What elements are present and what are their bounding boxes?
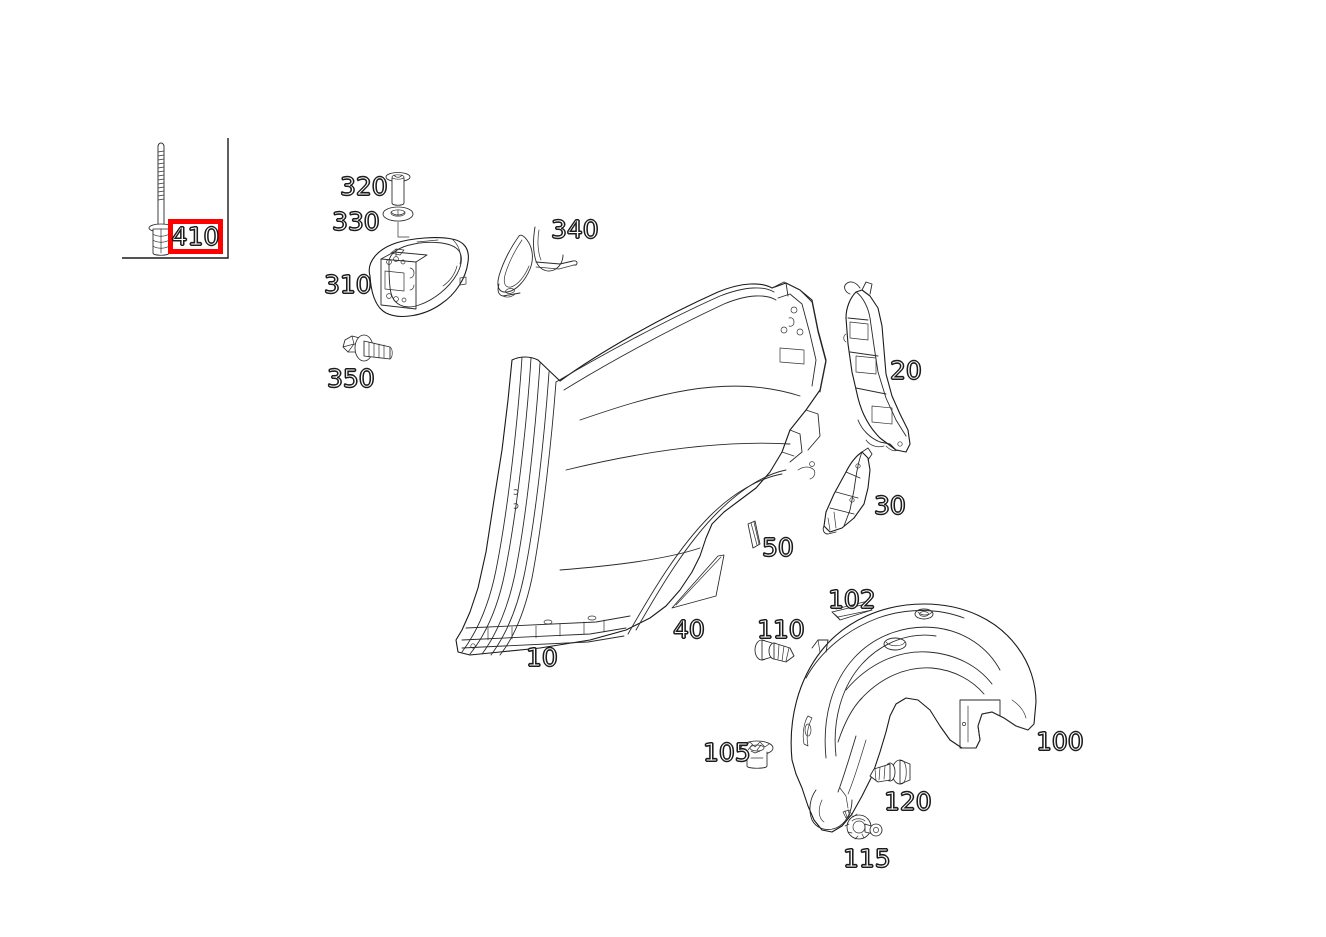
- callout-label-30: 30: [873, 491, 906, 520]
- callout-label-20: 20: [889, 356, 922, 385]
- part-310-fuel-filler-housing: [368, 237, 469, 317]
- callout-label-10: 10: [525, 643, 558, 672]
- callout-label-320: 320: [339, 172, 388, 201]
- callout-label-115: 115: [842, 844, 891, 873]
- callout-label-100: 100: [1035, 727, 1084, 756]
- detail-inset-frame: [122, 138, 229, 259]
- callout-label-410: 410: [171, 222, 220, 251]
- callout-label-40: 40: [672, 615, 705, 644]
- callout-label-102: 102: [827, 585, 876, 614]
- callout-label-105: 105: [702, 738, 751, 767]
- part-30-bracket: [822, 447, 873, 535]
- callout-label-110: 110: [756, 615, 805, 644]
- part-40-corner-filler: [671, 554, 725, 609]
- part-20-reinforcement: [843, 281, 911, 453]
- part-320-bushing: [385, 172, 411, 206]
- part-330-grommet: [382, 206, 414, 222]
- part-100-wheel-arch-liner: [790, 603, 1037, 833]
- highlighted-callout-410[interactable]: 410: [168, 219, 223, 254]
- callout-label-120: 120: [883, 787, 932, 816]
- leader-line-330-to-310: [397, 221, 410, 238]
- part-340-spring-clip: [497, 226, 578, 298]
- part-110-push-bolt: [754, 639, 795, 663]
- part-120-plastic-screw: [869, 759, 911, 785]
- part-105-expanding-clip: [740, 740, 774, 769]
- callout-label-350: 350: [326, 364, 375, 393]
- part-50-trim-strip: [747, 520, 761, 549]
- part-102-spacer-pad: [831, 600, 873, 621]
- callout-label-330: 330: [331, 207, 380, 236]
- callout-label-310: 310: [323, 270, 372, 299]
- callout-label-340: 340: [550, 215, 599, 244]
- part-410-expanding-rivet: [148, 142, 174, 256]
- part-115-retaining-clip: [842, 809, 883, 840]
- part-350-flange-bolt: [342, 334, 393, 362]
- callout-label-50: 50: [761, 533, 794, 562]
- part-10-rear-quarter-panel: [455, 281, 827, 656]
